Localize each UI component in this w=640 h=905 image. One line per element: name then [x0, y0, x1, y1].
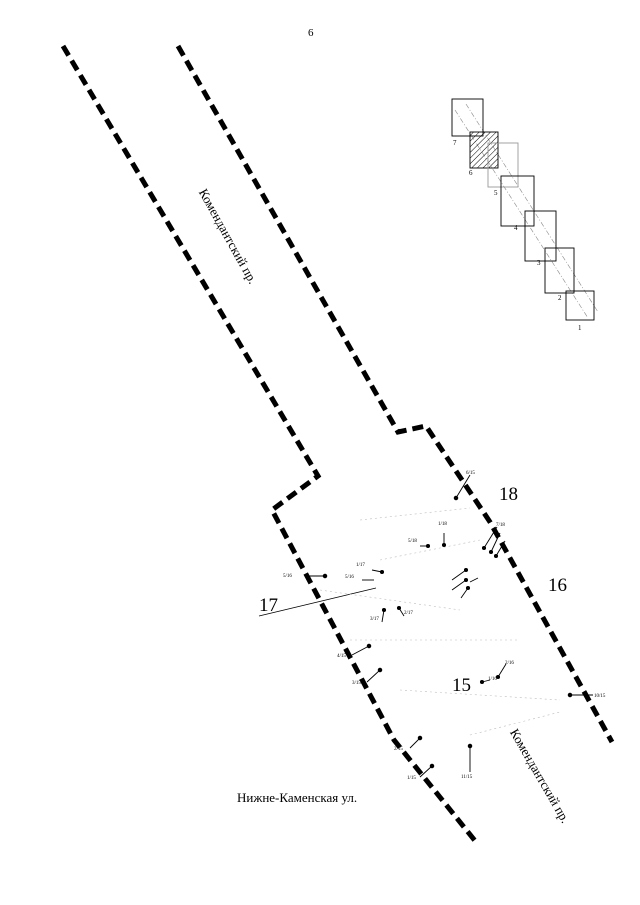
key-sheet-6 — [469, 131, 499, 169]
key-sheet-6-outline — [487, 142, 519, 188]
red-line-left — [60, 44, 478, 844]
block-number: 15 — [452, 675, 471, 696]
key-sheet-label: 2 — [558, 294, 562, 302]
block-17-leader — [258, 587, 377, 617]
callout-label: 7/18 — [496, 523, 505, 528]
callout-label: 3/15 — [352, 681, 361, 686]
callout-labels: 6/15 1/18 7/18 5/18 1/17 5/16 5/16 3/17 … — [283, 471, 606, 781]
block-number: 17 — [259, 595, 278, 616]
key-sheet-label: 3 — [537, 259, 541, 267]
callout-label: 6/15 — [466, 471, 475, 476]
callout-label: 5/16 — [345, 575, 354, 580]
key-sheet-1 — [565, 290, 595, 321]
callout-label: 3/17 — [370, 617, 379, 622]
callout-label: 5/16 — [283, 574, 292, 579]
key-sheet-4 — [524, 210, 557, 262]
key-sheet-label: 7 — [453, 139, 457, 147]
key-sheet-label: 1 — [578, 324, 582, 332]
callout-label: 1/15 — [407, 776, 416, 781]
key-map: 7 6 5 4 3 2 1 — [451, 98, 599, 332]
callout-label: 10/15 — [594, 694, 606, 699]
key-sheet-5 — [500, 175, 535, 227]
block-number: 18 — [499, 484, 518, 505]
block-number: 16 — [548, 575, 567, 596]
red-lines — [60, 44, 615, 844]
callout-label: 4/15 — [337, 654, 346, 659]
callout-label: 1/17 — [356, 563, 365, 568]
callout-label: 2/15 — [394, 747, 403, 752]
callout-label: 5/18 — [408, 539, 417, 544]
key-sheet-7 — [451, 98, 484, 137]
callout-label: 1/16 — [488, 677, 497, 682]
callouts — [306, 474, 593, 778]
key-sheet-label: 5 — [494, 189, 498, 197]
callout-label: 2/16 — [505, 661, 514, 666]
callout-label: 11/15 — [461, 775, 473, 780]
page-number: 6 — [308, 27, 314, 39]
red-line-right — [175, 44, 615, 744]
street-label-nizhne-kamenskaya: Нижне-Каменская ул. — [237, 790, 358, 805]
callout-label: 2/17 — [404, 611, 413, 616]
construction-lines — [319, 507, 561, 736]
callout-label: 1/18 — [438, 522, 447, 527]
key-sheet-label: 6 — [469, 169, 473, 177]
key-sheet-label: 4 — [514, 224, 518, 232]
key-sheet-3 — [544, 247, 575, 294]
